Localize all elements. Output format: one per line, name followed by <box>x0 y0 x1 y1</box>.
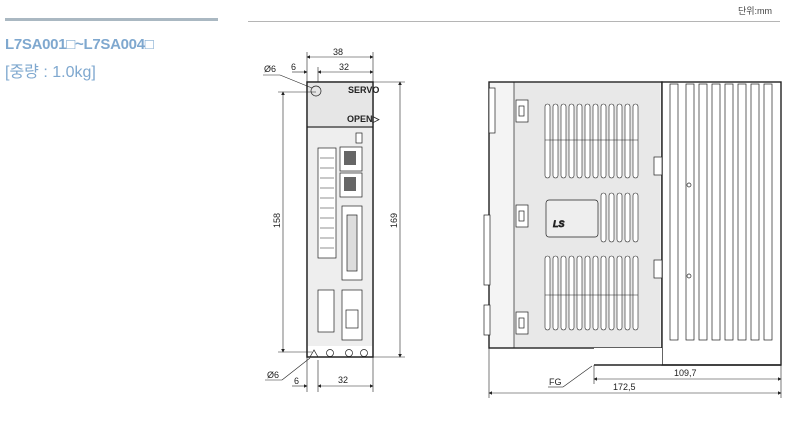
dim-hole-top: Ø6 <box>264 64 276 74</box>
side-view <box>483 81 782 366</box>
unit-label: 단위:mm <box>738 6 773 16</box>
dim-width-inner-bottom: 32 <box>338 375 348 385</box>
front-view-dimensions <box>263 52 405 392</box>
model-title: L7SA001□~L7SA004□ <box>5 36 154 53</box>
side-view-dimensions <box>488 348 782 398</box>
ls-logo: LS <box>553 219 565 229</box>
open-label: OPEN▷ <box>347 114 381 124</box>
dim-width-inner-top: 32 <box>339 62 349 72</box>
servo-label: SERVO <box>348 85 379 95</box>
section-divider-bar <box>5 18 218 21</box>
drawing-divider-line <box>248 21 780 22</box>
dim-height-total: 169 <box>389 213 399 228</box>
dim-depth-right: 109,7 <box>674 368 697 378</box>
dim-width-total: 38 <box>333 47 343 57</box>
fg-label: FG <box>549 377 562 387</box>
dim-height-inner: 158 <box>272 213 282 228</box>
dim-offset-bottom: 6 <box>294 376 299 386</box>
dim-offset-top: 6 <box>291 62 296 72</box>
dim-depth-total: 172,5 <box>613 382 636 392</box>
dim-hole-bottom: Ø6 <box>267 370 279 380</box>
front-view <box>306 81 374 358</box>
weight-label: [중량 : 1.0kg] <box>5 64 96 81</box>
